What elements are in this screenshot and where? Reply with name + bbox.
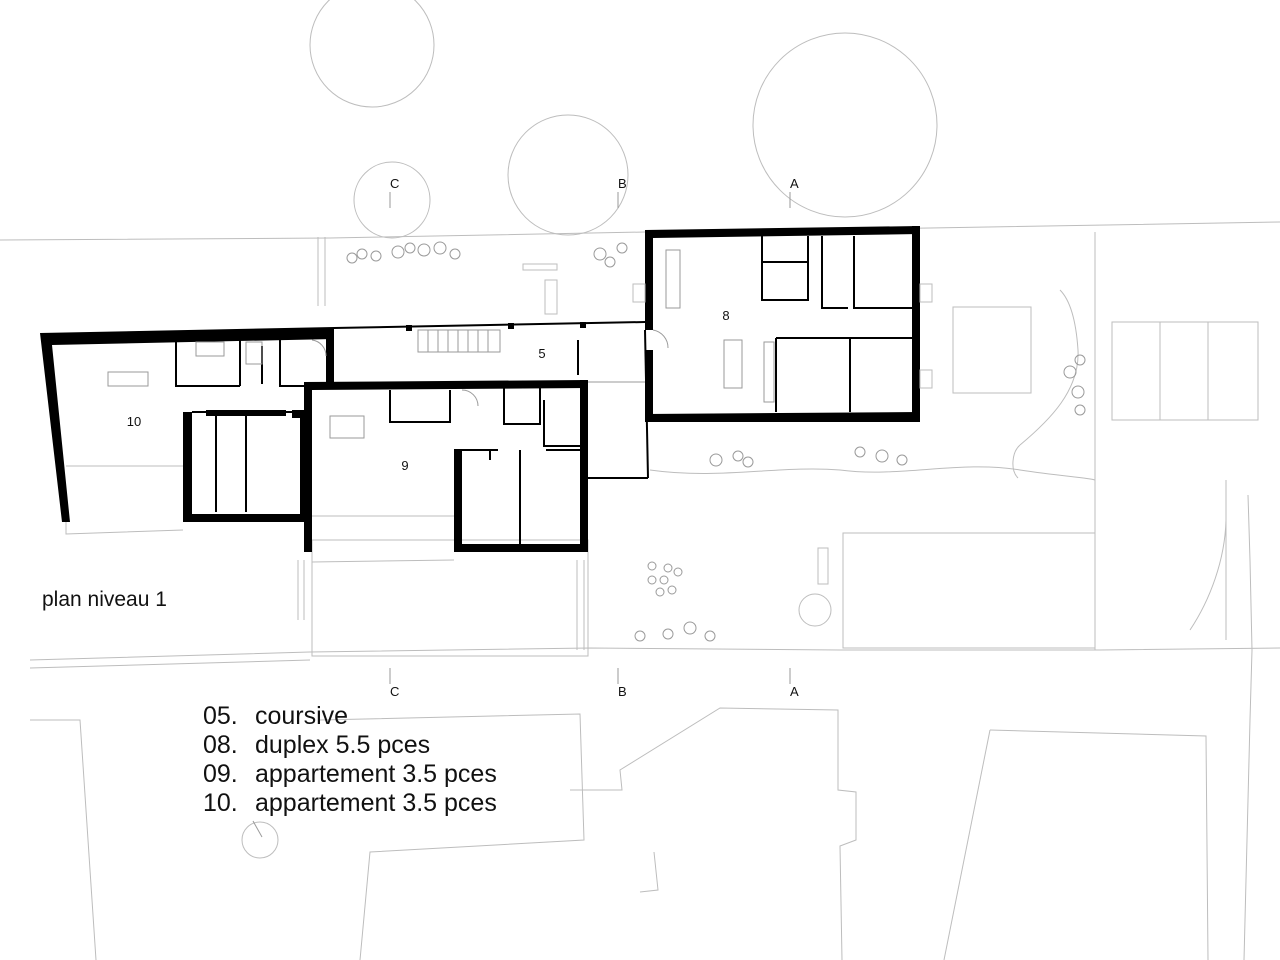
unit-9: 9 xyxy=(304,380,588,563)
legend-text: appartement 3.5 pces xyxy=(255,760,497,788)
legend-number: 09. xyxy=(203,760,238,788)
shrubs xyxy=(346,241,1086,642)
tree-canopy xyxy=(353,161,431,239)
exterior-stairs xyxy=(842,532,1096,649)
tree-canopy xyxy=(241,821,279,859)
legend-number: 10. xyxy=(203,789,238,817)
section-marker-b: B xyxy=(618,176,627,191)
unit-10: 10 xyxy=(40,327,334,535)
tree-canopy xyxy=(752,32,938,218)
unit-10-label: 10 xyxy=(127,414,141,429)
legend: 05. coursive 08. duplex 5.5 pces 09. appart… xyxy=(203,702,497,818)
legend-text: duplex 5.5 pces xyxy=(255,731,431,759)
unit-8-label: 8 xyxy=(722,308,729,323)
section-markers: C B A C B A xyxy=(389,176,799,699)
legend-text: coursive xyxy=(255,702,349,730)
plan-title: plan niveau 1 xyxy=(42,588,167,611)
legend-item: 05. coursive xyxy=(203,702,497,731)
unit-8: 8 xyxy=(632,226,933,422)
legend-text: appartement 3.5 pces xyxy=(255,789,497,817)
tree-canopy xyxy=(507,114,629,236)
unit-9-label: 9 xyxy=(401,458,408,473)
section-marker-c-bottom: C xyxy=(390,684,399,699)
section-marker-a-bottom: A xyxy=(790,684,799,699)
legend-item: 10. appartement 3.5 pces xyxy=(203,789,497,818)
section-marker-a: A xyxy=(790,176,799,191)
legend-item: 09. appartement 3.5 pces xyxy=(203,760,497,789)
section-marker-c: C xyxy=(390,176,399,191)
legend-number: 05. xyxy=(203,702,238,730)
section-marker-b-bottom: B xyxy=(618,684,627,699)
tree-canopy xyxy=(798,593,832,627)
unit-5-label: 5 xyxy=(538,346,545,361)
legend-number: 08. xyxy=(203,731,238,759)
tree-canopy xyxy=(309,0,435,108)
coursive-stair xyxy=(417,329,501,353)
legend-item: 08. duplex 5.5 pces xyxy=(203,731,497,760)
